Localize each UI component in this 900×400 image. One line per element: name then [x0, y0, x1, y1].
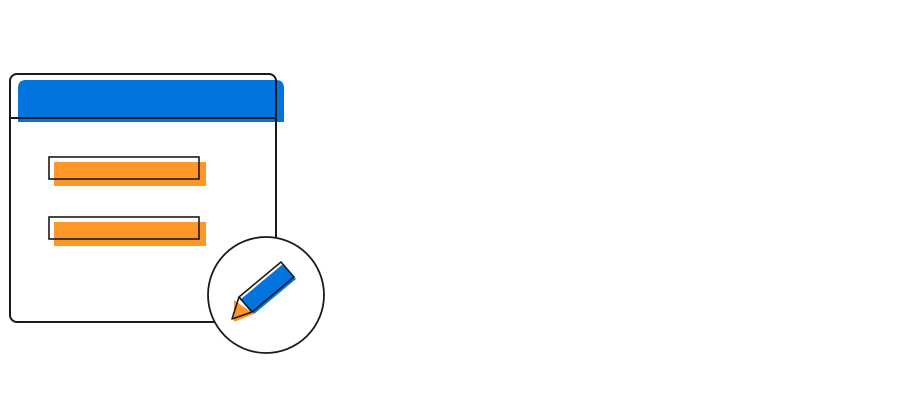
- pencil-body-fill: [241, 264, 296, 314]
- input-field-icon: [48, 216, 200, 240]
- field-fill-2: [54, 222, 206, 246]
- form-window-icon: [9, 73, 284, 323]
- pencil-badge: [207, 236, 325, 354]
- window-header-fill: [18, 80, 284, 122]
- pencil-icon: [231, 261, 295, 320]
- window-frame: [9, 73, 277, 323]
- field-fill-1: [54, 162, 206, 186]
- input-field-icon: [48, 156, 200, 180]
